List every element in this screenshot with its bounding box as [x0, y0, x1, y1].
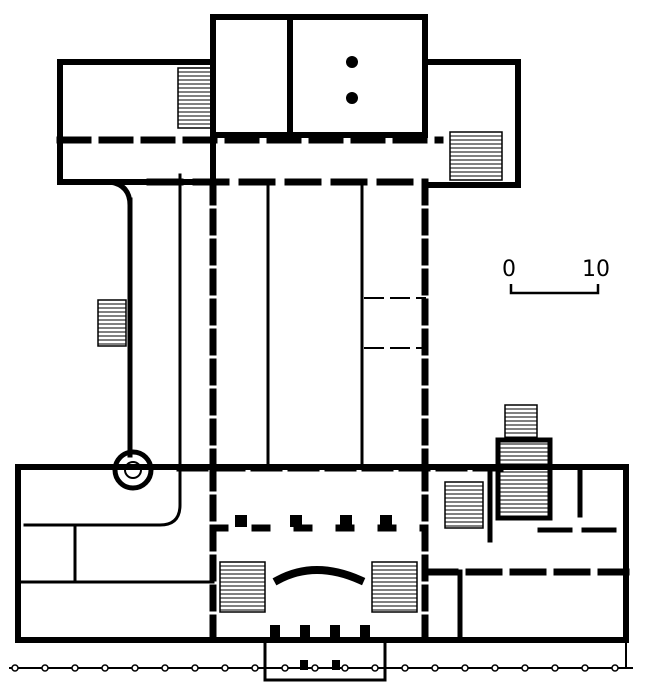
fence-post	[371, 664, 379, 672]
fence-post	[11, 664, 19, 672]
fence-post	[581, 664, 589, 672]
gallery-curve	[107, 179, 133, 208]
fence-post	[551, 664, 559, 672]
scale-bar: 0 10	[502, 257, 610, 295]
stair-entrance-right	[371, 561, 418, 613]
stairs	[97, 67, 553, 613]
scale-line	[509, 284, 600, 295]
stair-top-left	[177, 67, 214, 129]
fence-post	[131, 664, 139, 672]
stair-entrance-left	[219, 561, 266, 613]
stair-right-middle	[444, 481, 484, 529]
fence-post	[461, 664, 469, 672]
fence-post	[221, 664, 229, 672]
fence-post	[251, 664, 259, 672]
scale-end-label: 10	[582, 257, 610, 282]
fence-post	[161, 664, 169, 672]
fence-post	[311, 664, 319, 672]
fence-post	[431, 664, 439, 672]
scale-start-label: 0	[502, 257, 516, 282]
stair-right-top	[504, 404, 538, 441]
rotunda	[112, 449, 154, 491]
bottom-block	[15, 464, 629, 643]
fence-post	[521, 664, 529, 672]
fence-post	[401, 664, 409, 672]
top-central-block	[210, 14, 428, 138]
fence-post	[341, 664, 349, 672]
fence-post	[101, 664, 109, 672]
fence-post	[41, 664, 49, 672]
fence-post	[491, 664, 499, 672]
stair-gallery	[97, 299, 127, 347]
entrance-arc	[272, 566, 366, 586]
top-right-wing	[422, 59, 521, 188]
fence-post	[71, 664, 79, 672]
walls	[9, 14, 633, 682]
fence-post	[191, 664, 199, 672]
entrance-porch	[263, 638, 387, 682]
columns	[235, 56, 392, 670]
bottom-left-curve	[23, 468, 182, 527]
fence-post	[611, 664, 619, 672]
fence-post	[281, 664, 289, 672]
